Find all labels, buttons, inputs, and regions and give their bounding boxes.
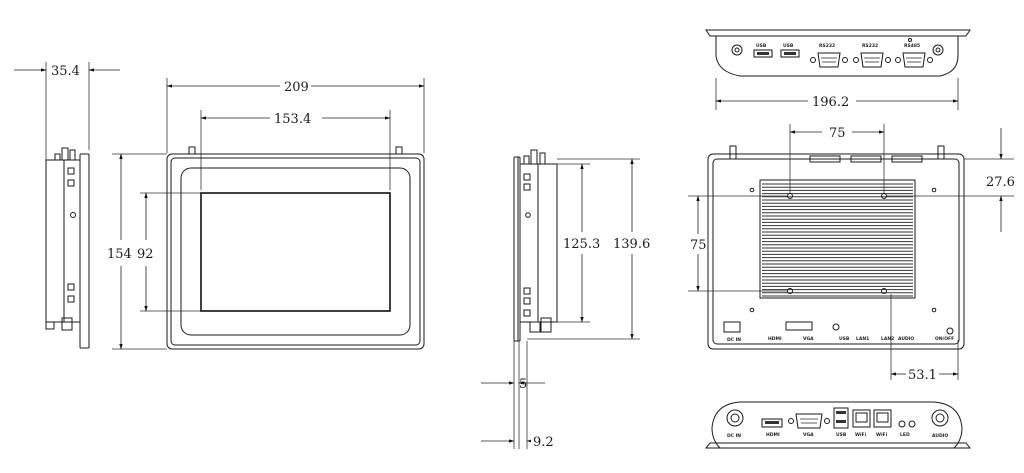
- top-label-rs485: RS485: [904, 43, 920, 49]
- bottom-label-vga: VGA: [803, 432, 814, 438]
- bottom-label-led: LED: [900, 432, 910, 438]
- back-label-hdmi: HDMI: [768, 336, 782, 342]
- dim-side2-inner: 125.3: [563, 237, 600, 252]
- front-view: 209 153.4 154 92: [107, 78, 425, 350]
- dim-front-width: 209: [284, 80, 309, 95]
- bottom-label-wifi2: WiFi: [876, 432, 888, 438]
- back-view: 75 75 27.6 53.1 DC IN HDMI VGA USB LAN1 …: [688, 124, 1015, 383]
- top-label-usb1: USB: [756, 43, 767, 49]
- rs485-port: [895, 52, 933, 68]
- bottom-label-dcin: DC IN: [727, 433, 741, 439]
- dim-side2-bezel: 9.2: [533, 435, 554, 450]
- dim-front-height: 154: [107, 247, 132, 262]
- dim-side-depth: 35.4: [51, 64, 80, 79]
- top-view: USB USB RS232 RS232 RS485: [705, 29, 971, 110]
- bottom-label-usb: USB: [836, 432, 847, 438]
- rs232-port-2: [853, 52, 891, 68]
- left-side-view: 35.4: [14, 62, 120, 349]
- back-label-onoff: ON/OFF: [935, 336, 954, 342]
- dim-back-top-offset: 27.6: [986, 175, 1015, 190]
- rs232-port-1: [810, 52, 848, 68]
- heatsink-fins: [762, 183, 913, 297]
- dim-back-hole-v: 75: [690, 238, 707, 253]
- dim-front-screen-width: 153.4: [274, 112, 311, 127]
- dim-top-width: 196.2: [812, 95, 849, 110]
- dim-side2-thickness: 5: [519, 377, 527, 392]
- back-label-audio: AUDIO: [898, 336, 914, 342]
- dim-back-right-offset: 53.1: [908, 368, 937, 383]
- dim-back-hole-h: 75: [829, 126, 846, 141]
- bottom-label-hdmi: HDMI: [766, 432, 780, 438]
- back-label-lan2: LAN2: [881, 336, 894, 342]
- center-side-view: 139.6 125.3 5: [481, 149, 654, 450]
- bottom-view: DC IN HDMI VGA USB WiFi WiFi LED AUDIO: [704, 401, 972, 449]
- top-label-rs232-2: RS232: [862, 43, 878, 49]
- dim-side2-outer: 139.6: [613, 237, 650, 252]
- dim-front-screen-height: 92: [137, 247, 154, 262]
- back-label-vga: VGA: [803, 336, 814, 342]
- back-label-lan1: LAN1: [856, 336, 869, 342]
- bottom-label-wifi1: WiFi: [855, 432, 867, 438]
- top-label-rs232-1: RS232: [819, 43, 835, 49]
- back-label-dcin: DC IN: [727, 337, 741, 343]
- bottom-label-audio: AUDIO: [932, 433, 948, 439]
- back-label-usb: USB: [839, 336, 850, 342]
- top-label-usb2: USB: [783, 43, 794, 49]
